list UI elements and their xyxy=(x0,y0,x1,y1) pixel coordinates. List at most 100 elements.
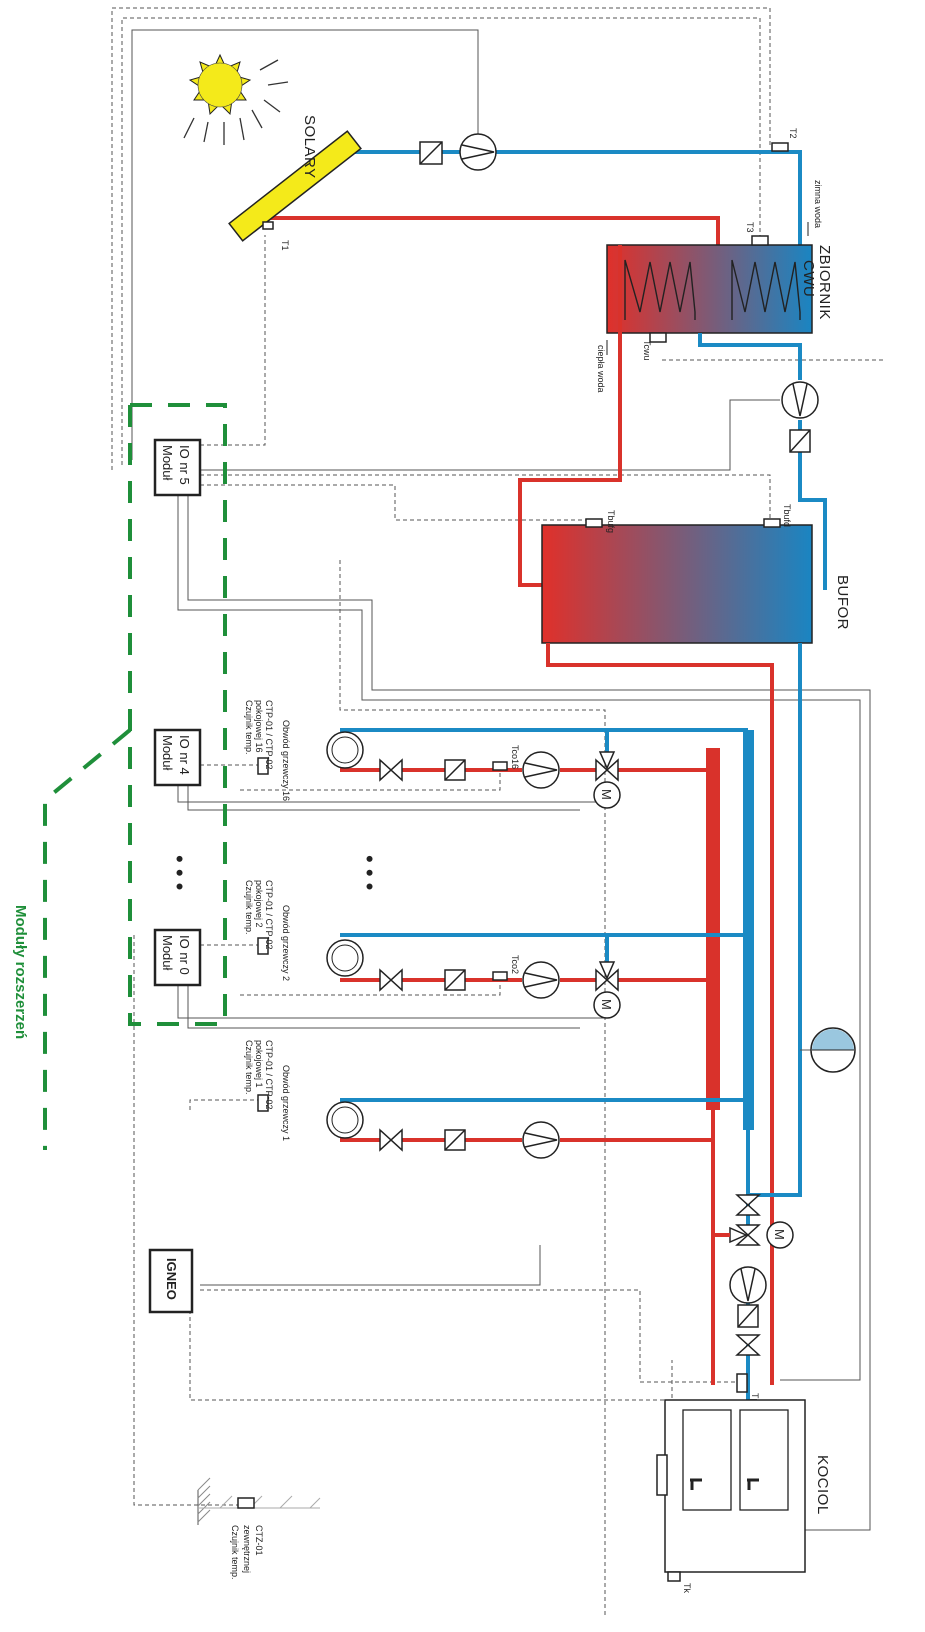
t2-label: T2 xyxy=(788,128,798,139)
wall-hatch xyxy=(197,1477,321,1525)
igneo-controller xyxy=(148,1248,194,1314)
circuit-2 xyxy=(326,933,748,1019)
outdoor-sensor-l1: Czujnik temp. xyxy=(230,1525,240,1580)
motor-2-label: M xyxy=(599,999,614,1010)
solar-collector xyxy=(228,130,362,242)
t3-sensor xyxy=(751,235,769,246)
room-sensor-2-l2: pokojowej 2 xyxy=(254,880,264,928)
tco16-sensor xyxy=(492,761,508,771)
radiator-16-icon xyxy=(326,731,364,769)
sensor-cables xyxy=(111,7,885,1615)
room-sensor-16-l1: Czujnik temp. xyxy=(244,700,254,755)
dhw-tank xyxy=(606,244,813,334)
circuit-1-label: Obwód grzewczy 1 xyxy=(281,1065,291,1141)
pump-1-icon xyxy=(522,1121,560,1159)
igneo-logo: IGNEO xyxy=(164,1258,179,1300)
sun-icon xyxy=(183,53,289,145)
io-module-4-line1: Moduł xyxy=(160,735,175,771)
t1-sensor xyxy=(262,221,274,230)
boiler-check-valve xyxy=(737,1304,759,1328)
pump-16-icon xyxy=(522,751,560,789)
circuit-16-label: Obwód grzewczy 16 xyxy=(281,720,291,801)
dhw-cold-return xyxy=(698,333,827,590)
shutoff-valve-1-icon xyxy=(379,1128,403,1152)
tcwu-label: Tcwu xyxy=(642,340,652,361)
tk-sensor xyxy=(667,1571,681,1582)
modules-label: Moduły rozszerzeń xyxy=(12,905,29,1039)
room-sensor-16-l3: CTP-01 / CTP-02 xyxy=(264,700,274,770)
boiler-mixing-valve xyxy=(729,1221,794,1249)
dhw-pump-icon xyxy=(781,381,819,419)
io-module-5 xyxy=(153,438,202,497)
tco2-label: Tco2 xyxy=(510,955,520,974)
shutoff-valve-16-icon xyxy=(379,758,403,782)
boiler-shutoff-valve-top xyxy=(735,1194,761,1216)
tbufg-label: Tbufg xyxy=(606,510,616,533)
dhw-hot-feed xyxy=(518,245,622,587)
dhw-check-valve xyxy=(789,429,811,453)
tco16-label: Tco16 xyxy=(510,745,520,769)
room-sensor-1-l3: CTP-01 / CTP-02 xyxy=(264,1040,274,1110)
tbufd-label: Tbufd xyxy=(782,504,792,527)
expansion-vessel-icon xyxy=(800,1027,856,1073)
room-sensor-1 xyxy=(257,1094,269,1112)
io-module-4-line2: IO nr 4 xyxy=(177,735,192,775)
outdoor-sensor xyxy=(237,1497,255,1509)
outdoor-sensor-l2: zewnętrznej xyxy=(242,1525,252,1573)
mixing-valve-2-icon xyxy=(593,961,621,1019)
t3-label: T3 xyxy=(745,222,755,233)
t1-label: T1 xyxy=(280,240,290,251)
dhw-coil-hot xyxy=(624,259,696,320)
mixing-valve-16-icon xyxy=(593,751,621,809)
dhw-tank-label-2: CWU xyxy=(800,260,817,297)
boiler-label: KOCIOL xyxy=(814,1455,831,1515)
solar-check-valve xyxy=(419,141,443,165)
tbufd-sensor xyxy=(763,518,781,528)
buffer-tank xyxy=(541,524,813,644)
room-sensor-2-l3: CTP-01 / CTP-02 xyxy=(264,880,274,950)
cold-header xyxy=(743,730,754,1130)
circuit-ellipsis: • • • xyxy=(357,855,382,890)
io-module-4 xyxy=(153,728,202,787)
io-module-0 xyxy=(153,928,202,987)
hot-header xyxy=(706,748,720,1110)
check-valve-2-icon xyxy=(444,969,466,991)
pump-2-icon xyxy=(522,961,560,999)
tco2-sensor xyxy=(492,971,508,981)
io-module-5-line2: IO nr 5 xyxy=(177,445,192,485)
boiler-pump-icon xyxy=(729,1266,767,1304)
shutoff-valve-2-icon xyxy=(379,968,403,992)
io-module-5-line1: Moduł xyxy=(160,445,175,481)
module-ellipsis: • • • xyxy=(167,855,192,890)
tbufg-sensor xyxy=(585,518,603,528)
hot-water-label: ciepła woda xyxy=(596,345,606,393)
tpow-sensor xyxy=(736,1373,748,1393)
circuit-16 xyxy=(326,728,748,809)
room-sensor-16-l2: pokojowej 16 xyxy=(254,700,264,753)
circuit-2-label: Obwód grzewczy 2 xyxy=(281,905,291,981)
solar-pump-icon xyxy=(459,133,497,171)
tcwu-sensor xyxy=(649,332,667,343)
room-sensor-1-l2: pokojowej 1 xyxy=(254,1040,264,1088)
boiler-shutoff-valve-bottom xyxy=(735,1334,761,1356)
buffer-label: BUFOR xyxy=(834,575,851,630)
boiler-door-2 xyxy=(739,1409,789,1511)
motor-16-label: M xyxy=(599,789,614,800)
buffer-hot-out xyxy=(546,643,774,1385)
cold-water-label: zimna woda xyxy=(813,180,823,228)
boiler-side-box xyxy=(656,1454,668,1496)
io-module-0-line1: Moduł xyxy=(160,935,175,971)
modules-frame xyxy=(43,403,227,1150)
dhw-tank-label-1: ZBIORNIK xyxy=(816,245,833,320)
room-sensor-1-l1: Czujnik temp. xyxy=(244,1040,254,1095)
solar-loop xyxy=(262,150,802,245)
boiler-door-1 xyxy=(682,1409,732,1511)
check-valve-1-icon xyxy=(444,1129,466,1151)
boiler-motor-label: M xyxy=(772,1229,787,1240)
solar-label: SOLARY xyxy=(301,115,318,179)
check-valve-16-icon xyxy=(444,759,466,781)
outdoor-sensor-l3: CTZ-01 xyxy=(254,1525,264,1556)
circuit-1 xyxy=(326,1098,748,1159)
room-sensor-2-l1: Czujnik temp. xyxy=(244,880,254,935)
